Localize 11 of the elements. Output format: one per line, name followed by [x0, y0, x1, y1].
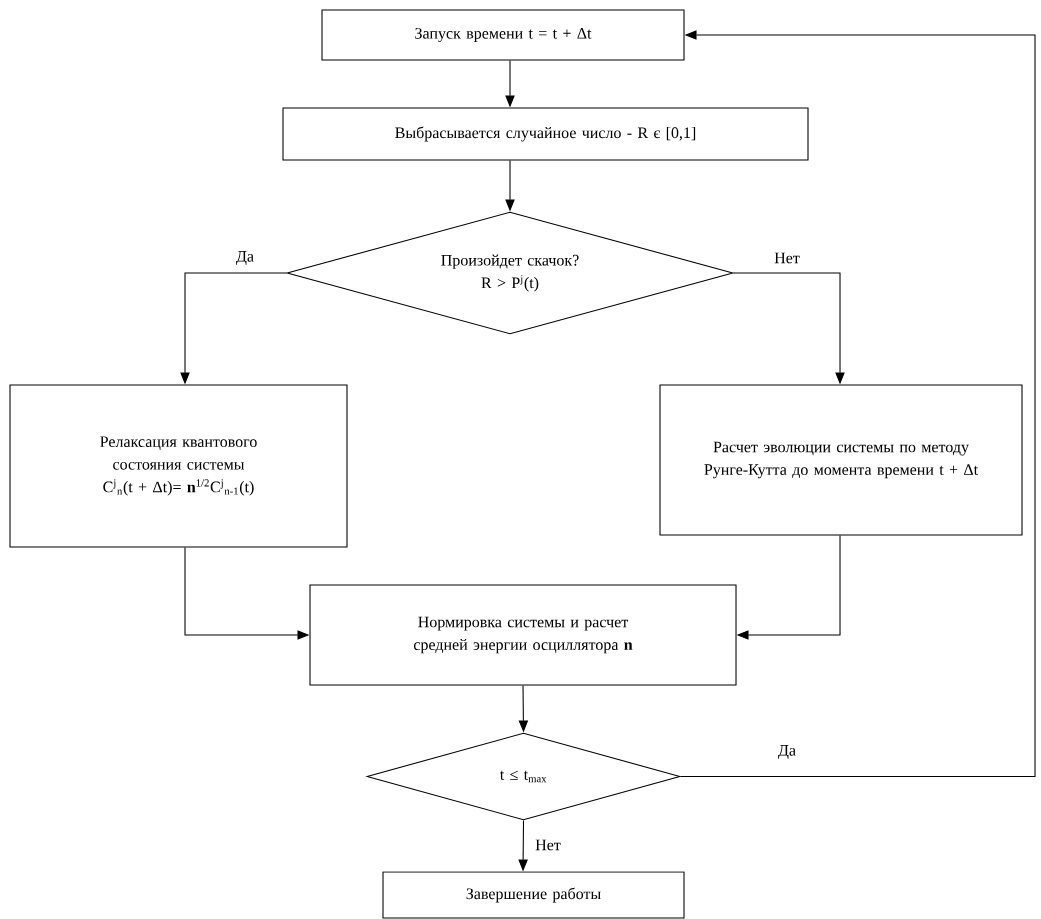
process-box: Релаксация квантового состояния системы C$^{j}$$_{n}$(t + Δt)= n$^{1/2}$C$^{j}$$_{n-1}$(t)	[9, 384, 348, 548]
edge-label: Нет	[772, 251, 802, 265]
edge-label: Да	[776, 743, 798, 761]
process-box: Выбрасывается случайное число - R є [0,1]	[282, 107, 809, 161]
edge-label: Нет	[533, 838, 563, 852]
process-box: Запуск времени t = t + Δt	[321, 9, 685, 61]
process-box: Нормировка системы и расчет средней энергии осциллятора n	[309, 584, 737, 686]
process-box: Расчет эволюции системы по методу Рунге-Кутта до момента времени t + Δt	[659, 384, 1023, 536]
process-box: Завершение работы	[382, 871, 685, 919]
arrow	[680, 30, 1036, 778]
edge-label: Да	[234, 249, 256, 267]
